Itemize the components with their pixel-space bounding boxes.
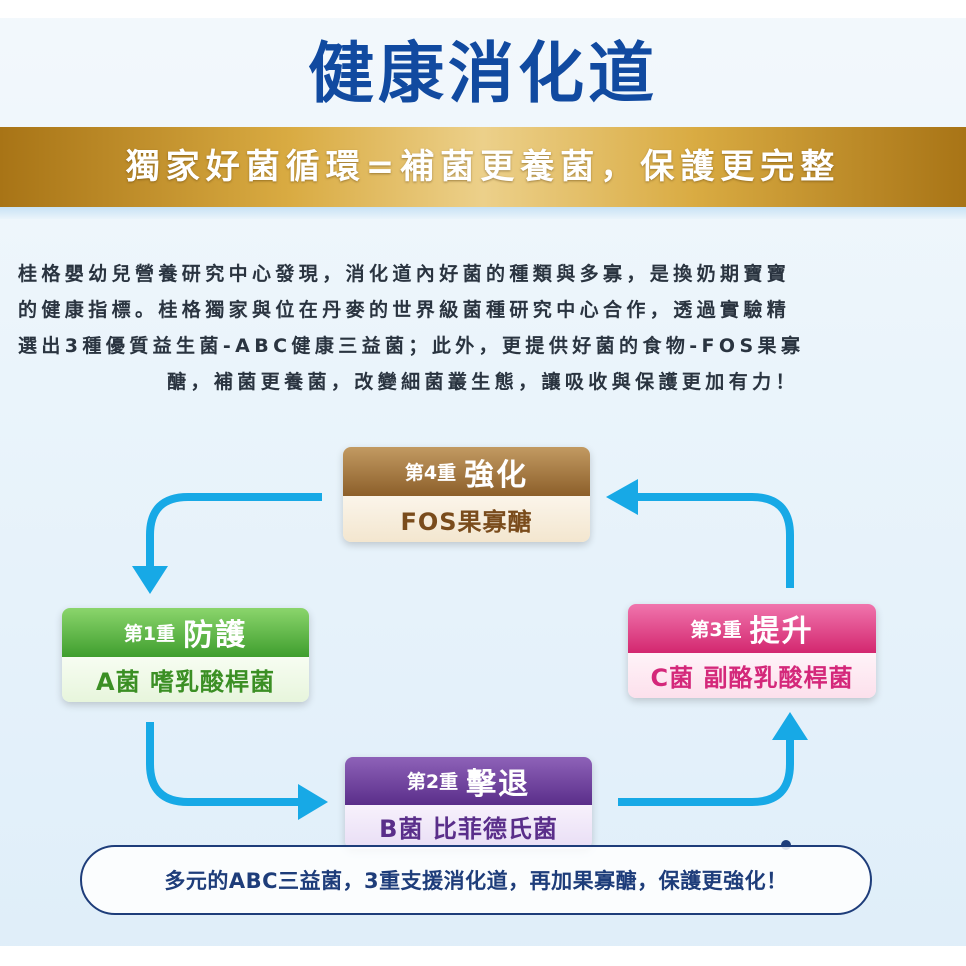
stage-2-action: 擊退 [466, 766, 531, 802]
stage-4-header: 第4重 強化 [343, 447, 590, 497]
stage-1-header: 第1重 防護 [62, 608, 309, 657]
stage-3-box: 第3重 提升 C菌 副酪乳酸桿菌 [628, 604, 876, 698]
bottom-strip [0, 946, 966, 966]
intro-paragraph: 桂格嬰幼兒營養研究中心發現，消化道內好菌的種類與多寡，是換奶期寶寶 的健康指標。… [18, 256, 948, 400]
stage-1-box: 第1重 防護 A菌 嗜乳酸桿菌 [62, 608, 309, 702]
intro-line: 的健康指標。桂格獨家與位在丹麥的世界級菌種研究中心合作，透過實驗精 [18, 299, 791, 321]
stage-2-box: 第2重 擊退 B菌 比菲德氏菌 [345, 757, 592, 849]
stage-4-ingredient: FOS果寡醣 [343, 496, 590, 542]
banner-headline: 獨家好菌循環=補菌更養菌，保護更完整 [125, 147, 841, 187]
arrow-head-right [298, 784, 328, 820]
stage-4-action: 強化 [464, 457, 529, 493]
top-strip [0, 0, 966, 18]
arrow-head-left [606, 479, 638, 515]
stage-1-ingredient: A菌 嗜乳酸桿菌 [62, 656, 309, 702]
summary-callout: 多元的ABC三益菌，3重支援消化道，再加果寡醣，保護更強化！ [80, 845, 872, 915]
stage-2-ingredient: B菌 比菲德氏菌 [345, 804, 592, 849]
stage-3-action: 提升 [749, 614, 814, 650]
page-title: 健康消化道 [308, 35, 658, 112]
stage-4-order: 第4重 [404, 462, 457, 485]
banner-shadow [0, 207, 966, 219]
stage-3-ingredient: C菌 副酪乳酸桿菌 [628, 652, 876, 698]
stage-1-action: 防護 [183, 618, 248, 654]
gold-banner [0, 127, 966, 207]
intro-line: 醣，補菌更養菌，改變細菌叢生態，讓吸收與保護更加有力！ [167, 371, 799, 393]
intro-line: 桂格嬰幼兒營養研究中心發現，消化道內好菌的種類與多寡，是換奶期寶寶 [18, 263, 791, 285]
arrow-head-down-left [132, 566, 168, 594]
arrow-stage3-to-stage4 [636, 493, 794, 588]
stage-1-order: 第1重 [123, 622, 176, 645]
arrow-stage4-to-stage1 [146, 493, 322, 568]
stage-3-header: 第3重 提升 [628, 604, 876, 653]
stage-2-header: 第2重 擊退 [345, 757, 592, 805]
stage-2-order: 第2重 [406, 771, 459, 794]
intro-line: 選出3種優質益生菌-ABC健康三益菌；此外，更提供好菌的食物-FOS果寡 [18, 335, 805, 357]
stage-3-order: 第3重 [690, 618, 742, 641]
arrow-head-up [772, 712, 808, 740]
summary-text: 多元的ABC三益菌，3重支援消化道，再加果寡醣，保護更強化！ [164, 869, 788, 893]
stage-4-box: 第4重 強化 FOS果寡醣 [343, 447, 590, 542]
arrow-stage1-to-stage2 [146, 722, 300, 806]
arrow-stage2-to-stage3 [618, 738, 794, 806]
